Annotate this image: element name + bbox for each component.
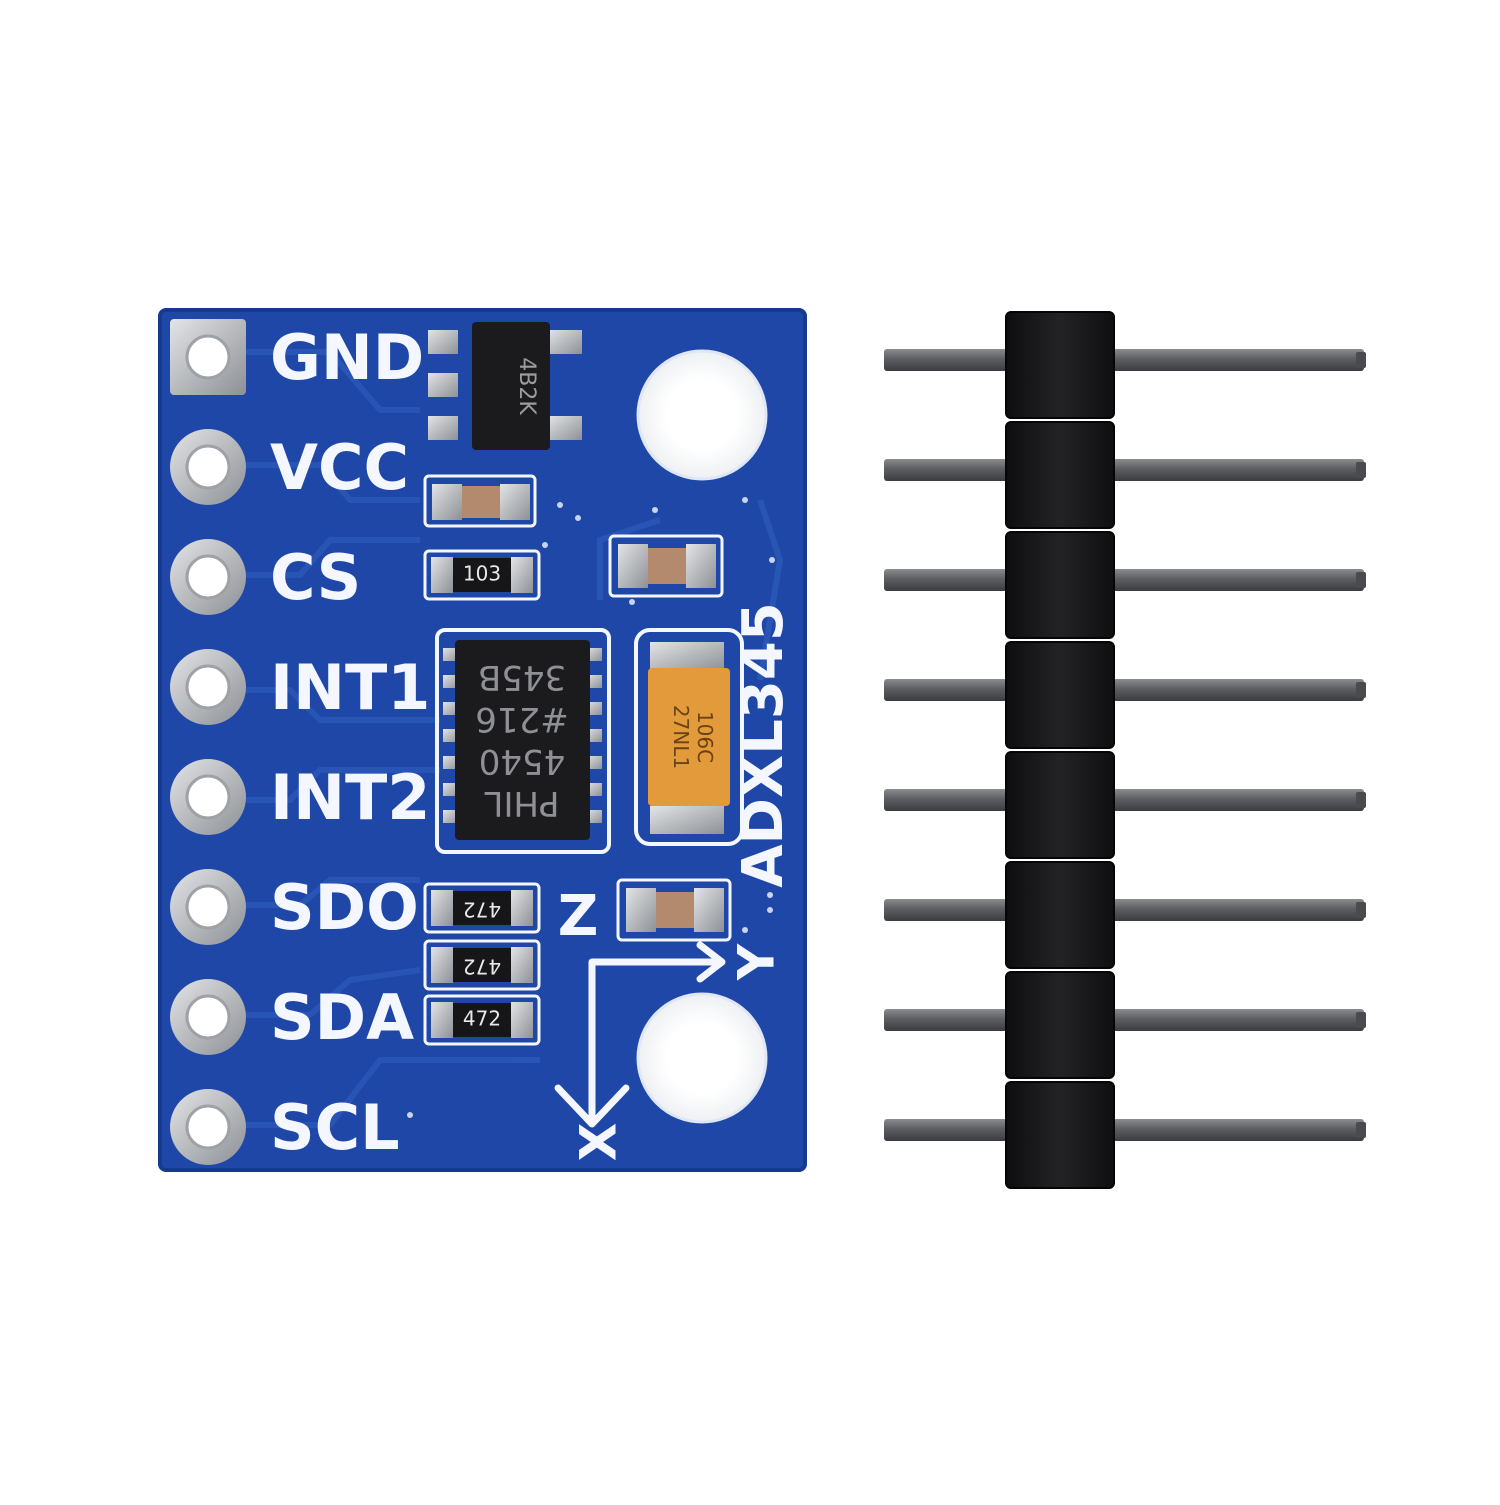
axis-label-y: Y <box>728 943 786 981</box>
pcb-traces <box>245 349 784 1128</box>
header-pin <box>884 459 1366 481</box>
header-pad-int2 <box>170 759 246 835</box>
pin-label-int2: INT2 <box>270 761 430 834</box>
resistor-scl: 472 <box>423 994 541 1046</box>
capacitor-c3 <box>616 878 732 942</box>
pin-header <box>884 311 1366 1189</box>
pin-label-sda: SDA <box>270 981 414 1054</box>
regulator-body <box>472 322 550 450</box>
mounting-hole-bottom <box>636 992 768 1124</box>
axis-label-z: Z <box>558 884 599 949</box>
resistor-code-scl: 472 <box>463 1007 501 1031</box>
pin-label-sdo: SDO <box>270 871 419 944</box>
pin-label-cs: CS <box>270 541 361 614</box>
tantalum-marking-line-2: 27NL1 <box>669 705 693 769</box>
header-pad-vcc <box>170 429 246 505</box>
resistor-code-cs: 103 <box>463 562 501 586</box>
header-spacer-block <box>1005 421 1115 529</box>
header-pad-sdo <box>170 869 246 945</box>
axis-diagram <box>554 941 726 1128</box>
header-pads <box>170 319 246 1165</box>
header-pin <box>884 789 1366 811</box>
pin-label-int1: INT1 <box>270 651 430 724</box>
header-spacer-block <box>1005 971 1115 1079</box>
accelerometer-chip: PHIL 4540 #216 345B <box>435 628 611 854</box>
tantalum-capacitor: 106C 27NL1 <box>634 628 744 846</box>
header-pin <box>884 1009 1366 1031</box>
header-pin <box>884 899 1366 921</box>
chip-marking-line-2: 4540 <box>479 741 566 781</box>
header-pin <box>884 679 1366 701</box>
header-pad-sda <box>170 979 246 1055</box>
chip-marking: PHIL 4540 #216 345B <box>475 657 568 823</box>
header-pin <box>884 349 1366 371</box>
chip-marking-line-3: #216 <box>475 699 568 739</box>
resistor-code-sdo: 472 <box>463 898 501 922</box>
pin-label-vcc: VCC <box>270 431 409 504</box>
header-spacer-block <box>1005 861 1115 969</box>
y-arrow-head <box>696 941 726 983</box>
header-pad-gnd <box>170 319 246 395</box>
resistor-sda: 472 <box>423 939 541 991</box>
pin-label-scl: SCL <box>270 1091 400 1164</box>
chip-marking-line-1: PHIL <box>484 783 559 823</box>
regulator-marking: 4B2K <box>514 357 539 415</box>
header-pin <box>884 1119 1366 1141</box>
resistor-code-sda: 472 <box>463 955 501 979</box>
resistor-sdo: 472 <box>423 882 541 934</box>
capacitor-c1 <box>423 474 537 528</box>
header-spacer-block <box>1005 1081 1115 1189</box>
header-spacer-block <box>1005 531 1115 639</box>
header-pin <box>884 569 1366 591</box>
header-spacer-block <box>1005 311 1115 419</box>
model-label: ADXL345 <box>731 602 796 888</box>
resistor-cs: 103 <box>423 549 541 601</box>
header-pad-int1 <box>170 649 246 725</box>
pin-label-gnd: GND <box>270 321 424 394</box>
header-spacer-block <box>1005 641 1115 749</box>
resistors: 103 472 472 472 <box>423 549 541 1046</box>
capacitor-c2 <box>608 534 724 598</box>
tantalum-body <box>648 668 730 806</box>
header-spacer-block <box>1005 751 1115 859</box>
voltage-regulator: 4B2K <box>428 322 582 450</box>
vias <box>407 497 775 1118</box>
chip-marking-line-4: 345B <box>478 657 566 697</box>
x-arrow-head <box>554 1084 630 1128</box>
axis-label-x: X <box>570 1123 628 1162</box>
mounting-hole-top <box>636 349 768 481</box>
tantalum-marking-line-1: 106C <box>693 711 717 763</box>
axis-lines <box>588 958 722 1122</box>
header-pad-scl <box>170 1089 246 1165</box>
header-pad-cs <box>170 539 246 615</box>
chip-body <box>455 640 590 840</box>
